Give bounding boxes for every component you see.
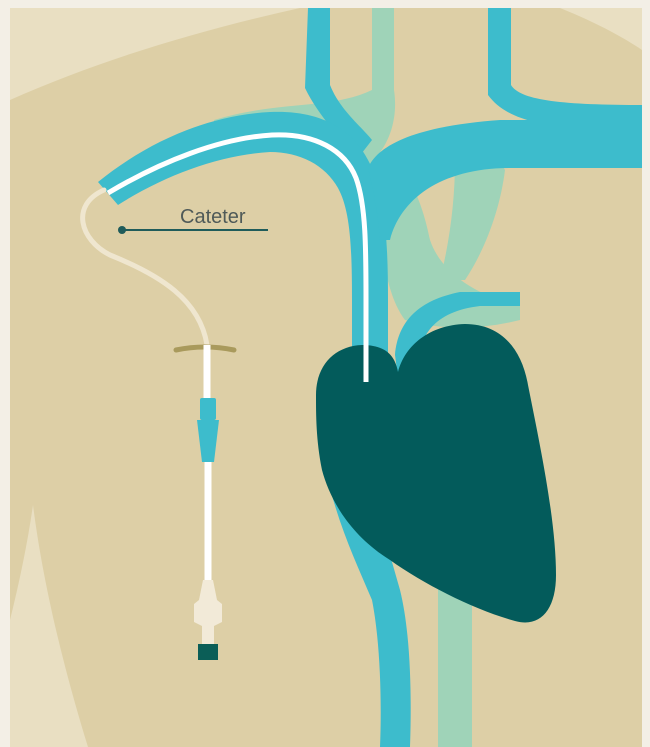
catheter-label-text: Cateter (180, 206, 246, 228)
leader-dot (118, 226, 126, 234)
